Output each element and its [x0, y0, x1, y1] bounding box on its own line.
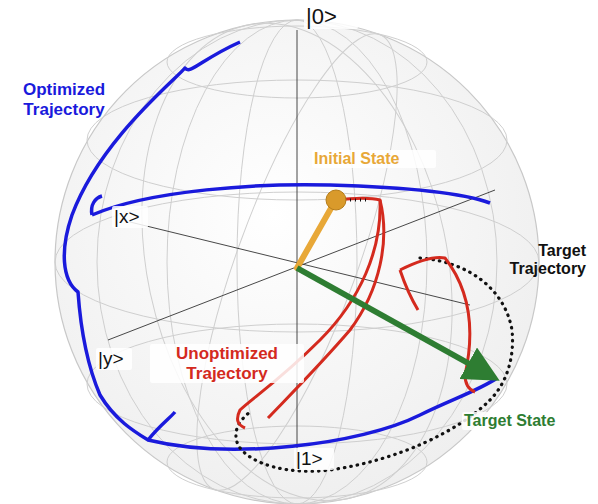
sphere-outline	[55, 20, 539, 504]
initial-state-vector	[297, 203, 334, 268]
annotation-label: |y>	[96, 348, 132, 370]
unoptimized-trajectory	[238, 199, 475, 429]
annotation-label: Unoptimized Trajectory	[150, 344, 304, 383]
initial-state-dot	[326, 190, 346, 210]
annotation-label: Optimized Trajectory	[8, 80, 120, 119]
annotation-label: |x>	[112, 206, 148, 228]
annotation-label: Target State	[462, 412, 586, 430]
annotation-label: Initial State	[312, 150, 436, 168]
target-state-vector	[297, 268, 484, 372]
annotation-label: Target Trajectory	[490, 242, 586, 279]
annotation-label: |0>	[304, 4, 358, 29]
annotation-label: |1>	[294, 448, 334, 470]
axes	[108, 30, 495, 468]
optimized-trajectory	[64, 42, 497, 449]
